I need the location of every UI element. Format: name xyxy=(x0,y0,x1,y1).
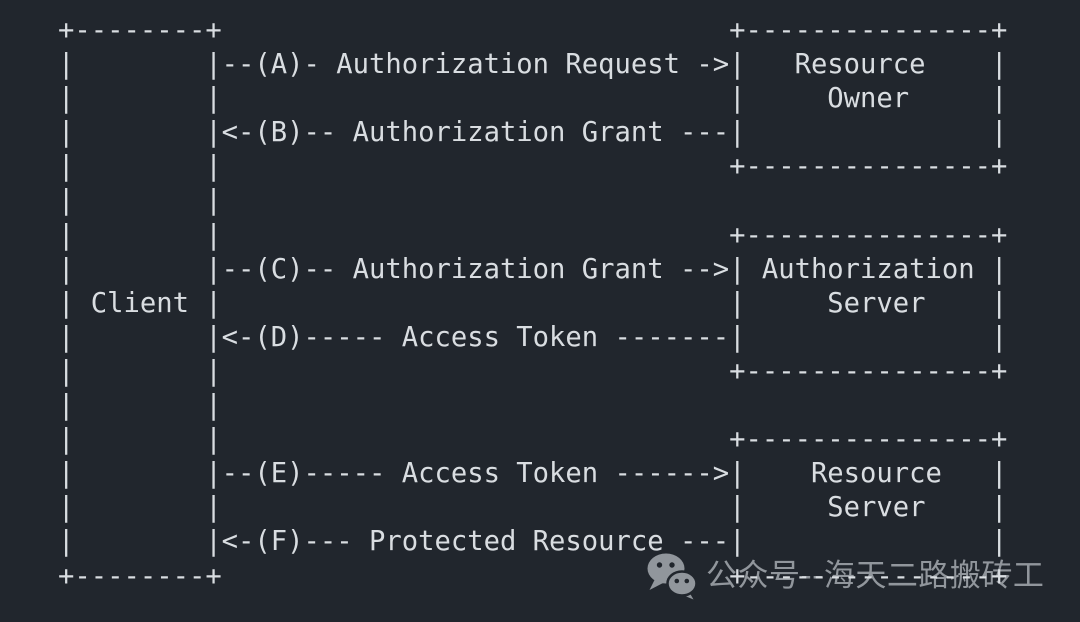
oauth-abstract-flow-diagram: +--------+ +---------------+ | |--(A)- A… xyxy=(58,15,1008,592)
wechat-icon xyxy=(645,551,699,601)
watermark-text: 公众号--海天二路搬砖工 xyxy=(706,557,1045,594)
watermark: 公众号--海天二路搬砖工 xyxy=(645,551,1044,601)
